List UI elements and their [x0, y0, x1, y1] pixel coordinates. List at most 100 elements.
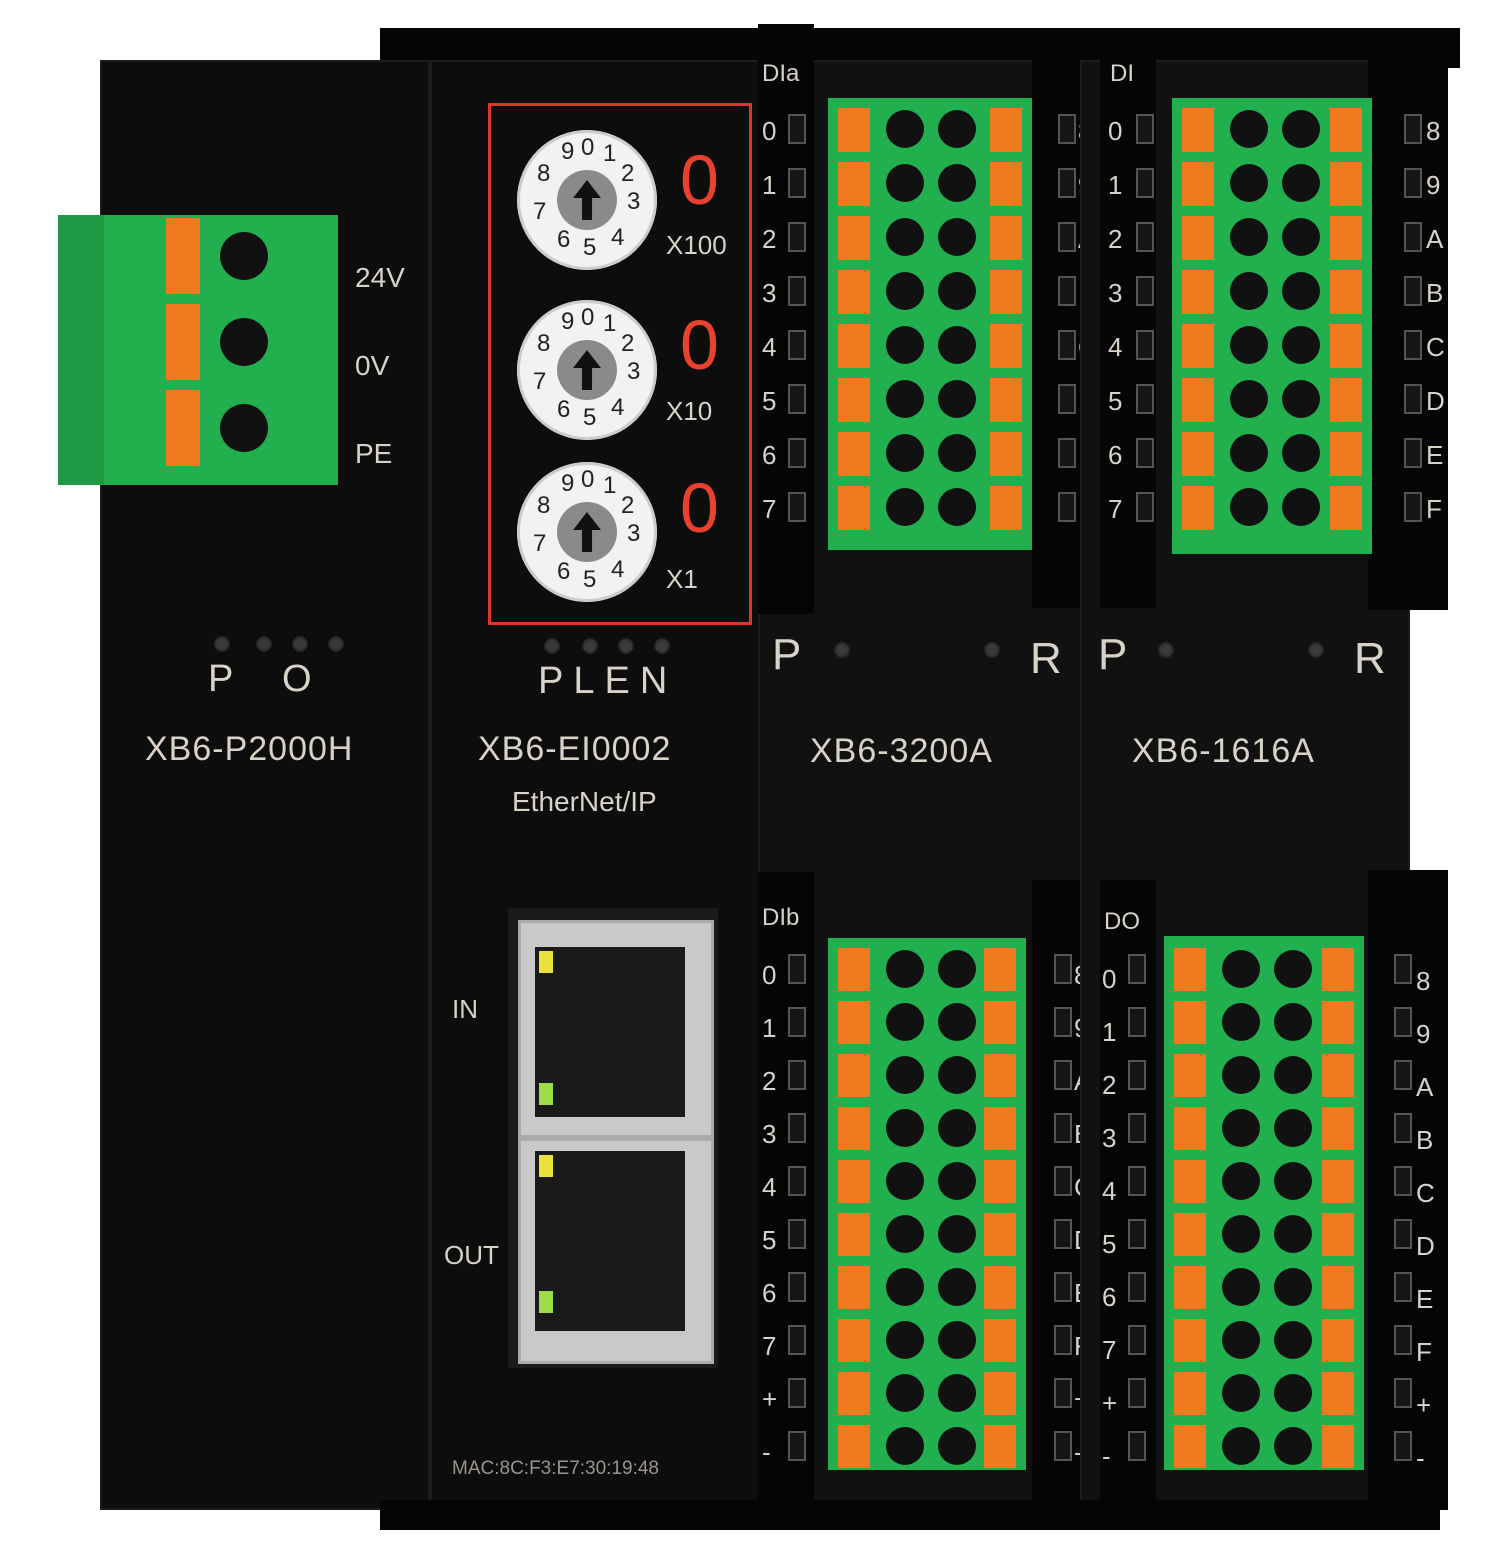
terminal-lever-left[interactable]	[1182, 162, 1214, 206]
address-dial-x10[interactable]: 9 0 1 2 3 4 5 6 7 8	[517, 300, 657, 440]
channel-label: -	[1102, 1441, 1111, 1471]
terminal-lever-left[interactable]	[1182, 108, 1214, 152]
power-lever-1[interactable]	[166, 218, 200, 294]
terminal-lever-right[interactable]	[990, 216, 1022, 260]
terminal-lever-left[interactable]	[838, 1372, 870, 1415]
terminal-lever-right[interactable]	[984, 1372, 1016, 1415]
channel-led-slot	[1058, 438, 1076, 468]
terminal-lever-left[interactable]	[838, 162, 870, 206]
terminal-lever-left[interactable]	[838, 1001, 870, 1044]
channel-led-slot	[1054, 1113, 1072, 1143]
terminal-lever-right[interactable]	[1322, 948, 1354, 991]
address-dial-x100[interactable]: 9 0 1 2 3 4 5 6 7 8	[517, 130, 657, 270]
terminal-lever-right[interactable]	[1330, 270, 1362, 314]
terminal-lever-right[interactable]	[984, 1425, 1016, 1468]
terminal-lever-left[interactable]	[838, 324, 870, 368]
terminal-wire-hole	[886, 110, 924, 148]
dial-num: 9	[561, 470, 575, 497]
channel-label: -	[1074, 1437, 1083, 1467]
channel-label: 2	[762, 1066, 777, 1096]
terminal-lever-right[interactable]	[1322, 1319, 1354, 1362]
terminal-lever-left[interactable]	[1174, 1054, 1206, 1097]
terminal-lever-left[interactable]	[1174, 1372, 1206, 1415]
terminal-lever-right[interactable]	[1330, 378, 1362, 422]
terminal-lever-right[interactable]	[1322, 1054, 1354, 1097]
terminal-lever-left[interactable]	[838, 432, 870, 476]
terminal-lever-right[interactable]	[1330, 108, 1362, 152]
rj45-port-out[interactable]	[518, 1138, 714, 1364]
terminal-lever-left[interactable]	[838, 1425, 870, 1468]
terminal-lever-left[interactable]	[1182, 432, 1214, 476]
terminal-lever-right[interactable]	[1330, 216, 1362, 260]
terminal-lever-right[interactable]	[1330, 324, 1362, 368]
rj45-port-in[interactable]	[518, 920, 714, 1138]
terminal-lever-right[interactable]	[1322, 1213, 1354, 1256]
terminal-lever-left[interactable]	[838, 1054, 870, 1097]
terminal-lever-right[interactable]	[990, 324, 1022, 368]
terminal-lever-right[interactable]	[1322, 1160, 1354, 1203]
terminal-lever-left[interactable]	[838, 1160, 870, 1203]
terminal-lever-right[interactable]	[984, 948, 1016, 991]
terminal-wire-hole	[1222, 1162, 1260, 1200]
power-lever-3[interactable]	[166, 390, 200, 466]
terminal-lever-left[interactable]	[838, 1266, 870, 1309]
terminal-lever-left[interactable]	[1174, 1319, 1206, 1362]
terminal-lever-right[interactable]	[990, 162, 1022, 206]
terminal-lever-right[interactable]	[1330, 162, 1362, 206]
terminal-lever-right[interactable]	[984, 1001, 1016, 1044]
terminal-lever-left[interactable]	[1174, 1001, 1206, 1044]
terminal-lever-right[interactable]	[1322, 1372, 1354, 1415]
terminal-lever-left[interactable]	[838, 486, 870, 530]
address-dial-x1[interactable]: 9 0 1 2 3 4 5 6 7 8	[517, 462, 657, 602]
channel-led-slot	[1394, 1272, 1412, 1302]
terminal-lever-right[interactable]	[990, 108, 1022, 152]
terminal-lever-right[interactable]	[990, 432, 1022, 476]
terminal-lever-left[interactable]	[1174, 1266, 1206, 1309]
dial-num: 5	[583, 234, 597, 261]
terminal-lever-left[interactable]	[1182, 324, 1214, 368]
terminal-lever-left[interactable]	[838, 1213, 870, 1256]
terminal-lever-right[interactable]	[984, 1054, 1016, 1097]
terminal-lever-left[interactable]	[1182, 486, 1214, 530]
terminal-lever-left[interactable]	[1174, 948, 1206, 991]
terminal-lever-left[interactable]	[1174, 1107, 1206, 1150]
terminal-wire-hole	[1274, 1427, 1312, 1465]
terminal-lever-right[interactable]	[984, 1213, 1016, 1256]
terminal-lever-right[interactable]	[984, 1160, 1016, 1203]
terminal-lever-right[interactable]	[990, 270, 1022, 314]
group-label-dib: DIb	[762, 904, 800, 931]
terminal-lever-right[interactable]	[984, 1319, 1016, 1362]
terminal-lever-right[interactable]	[1330, 432, 1362, 476]
terminal-lever-right[interactable]	[1322, 1001, 1354, 1044]
terminal-lever-right[interactable]	[1330, 486, 1362, 530]
terminal-lever-left[interactable]	[838, 108, 870, 152]
terminal-lever-right[interactable]	[984, 1107, 1016, 1150]
terminal-lever-left[interactable]	[838, 1107, 870, 1150]
terminal-lever-right[interactable]	[984, 1266, 1016, 1309]
terminal-wire-hole	[1230, 272, 1268, 310]
terminal-lever-left[interactable]	[838, 378, 870, 422]
port-label-out: OUT	[444, 1240, 499, 1270]
terminal-wire-hole	[886, 1056, 924, 1094]
arrow-up-icon	[573, 180, 601, 220]
terminal-lever-right[interactable]	[1322, 1107, 1354, 1150]
power-lever-2[interactable]	[166, 304, 200, 380]
terminal-lever-left[interactable]	[1182, 216, 1214, 260]
terminal-lever-left[interactable]	[838, 1319, 870, 1362]
terminal-lever-right[interactable]	[990, 486, 1022, 530]
terminal-lever-left[interactable]	[1182, 378, 1214, 422]
terminal-lever-left[interactable]	[1182, 270, 1214, 314]
terminal-lever-left[interactable]	[838, 216, 870, 260]
terminal-lever-right[interactable]	[1322, 1425, 1354, 1468]
terminal-lever-right[interactable]	[990, 378, 1022, 422]
terminal-lever-left[interactable]	[1174, 1425, 1206, 1468]
channel-led-slot	[788, 330, 806, 360]
terminal-lever-left[interactable]	[1174, 1160, 1206, 1203]
channel-led-slot	[788, 1113, 806, 1143]
terminal-wire-hole	[1282, 164, 1320, 202]
terminal-lever-right[interactable]	[1322, 1266, 1354, 1309]
terminal-lever-left[interactable]	[838, 948, 870, 991]
terminal-lever-left[interactable]	[1174, 1213, 1206, 1256]
dial-num: 6	[557, 226, 571, 253]
terminal-lever-left[interactable]	[838, 270, 870, 314]
